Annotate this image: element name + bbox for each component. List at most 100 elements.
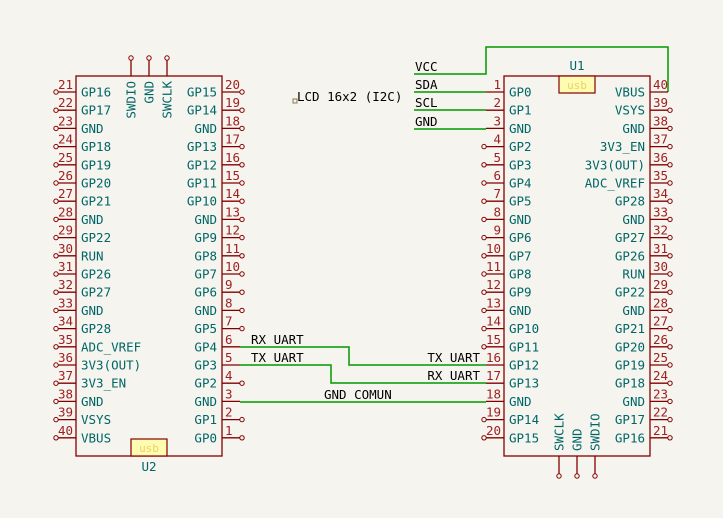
net-label-gnd[interactable]: GND [415, 114, 438, 129]
u1-debug-pin-swclk[interactable]: SWCLK [552, 413, 567, 479]
lcd-note[interactable]: LCD 16x2 (I2C) [297, 89, 402, 104]
net-label-tx-uart-right[interactable]: TX UART [427, 350, 480, 365]
net-label-scl[interactable]: SCL [415, 95, 438, 110]
net-label-vcc[interactable]: VCC [415, 59, 438, 74]
u2-debug-pin-gnd[interactable]: GND [142, 55, 157, 104]
wire-vcc[interactable] [414, 46, 669, 92]
net-label-rx-uart-right[interactable]: RX UART [427, 368, 480, 383]
u2-debug-pin-swclk[interactable]: SWCLK [160, 55, 175, 119]
u1-debug-pin-swdio[interactable]: SWDIO [588, 413, 603, 479]
net-label-tx-uart-left[interactable]: TX UART [251, 350, 304, 365]
u2-debug-pin-swdio[interactable]: SWDIO [124, 55, 139, 119]
net-label-sda[interactable]: SDA [415, 77, 438, 92]
u1-debug-pin-gnd[interactable]: GND [570, 428, 585, 479]
wire-rx-uart[interactable] [240, 346, 486, 366]
net-label-rx-uart-left[interactable]: RX UART [251, 332, 304, 347]
wire-tx-uart[interactable] [240, 364, 486, 384]
net-label-gnd-comun[interactable]: GND COMUN [324, 387, 392, 402]
